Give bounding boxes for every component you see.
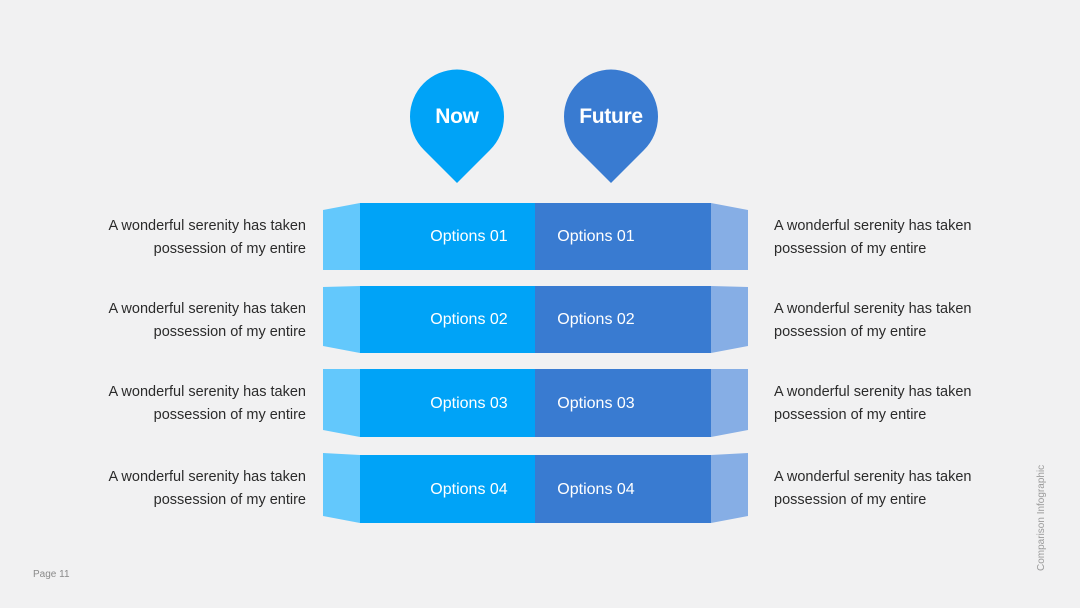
table-row bbox=[323, 369, 748, 437]
right-description-line: possession of my entire bbox=[774, 324, 927, 340]
right-description-line: possession of my entire bbox=[774, 241, 927, 257]
now-option-4: Options 04 bbox=[430, 481, 508, 498]
right-description-line: possession of my entire bbox=[774, 492, 927, 508]
page-number: Page 11 bbox=[33, 569, 70, 580]
left-description-1: A wonderful serenity has taken possessio… bbox=[76, 215, 306, 261]
right-description-line: possession of my entire bbox=[774, 407, 927, 423]
right-description-line: A wonderful serenity has taken bbox=[774, 469, 972, 485]
future-option-4: Options 04 bbox=[557, 481, 635, 498]
now-pin: Now bbox=[410, 69, 504, 184]
right-description-line: A wonderful serenity has taken bbox=[774, 384, 972, 400]
table-row bbox=[323, 203, 748, 270]
slide-title: Comparison Infographic bbox=[1036, 464, 1047, 571]
future-option-2: Options 02 bbox=[557, 311, 635, 328]
left-description-line: A wonderful serenity has taken bbox=[108, 301, 306, 317]
left-description-4: A wonderful serenity has taken possessio… bbox=[76, 466, 306, 512]
right-description-1: A wonderful serenity has taken possessio… bbox=[774, 215, 1004, 261]
future-pin-shape bbox=[564, 69, 658, 183]
right-description-line: A wonderful serenity has taken bbox=[774, 218, 972, 234]
left-description-3: A wonderful serenity has taken possessio… bbox=[76, 381, 306, 427]
right-description-4: A wonderful serenity has taken possessio… bbox=[774, 466, 1004, 512]
right-description-3: A wonderful serenity has taken possessio… bbox=[774, 381, 1004, 427]
future-label: Future bbox=[579, 105, 643, 128]
left-description-line: A wonderful serenity has taken bbox=[108, 384, 306, 400]
left-description-line: possession of my entire bbox=[153, 407, 306, 423]
future-pin: Future bbox=[564, 69, 658, 184]
now-option-3: Options 03 bbox=[430, 395, 508, 412]
now-option-1: Options 01 bbox=[430, 228, 508, 245]
future-option-1: Options 01 bbox=[557, 228, 635, 245]
left-description-line: A wonderful serenity has taken bbox=[108, 469, 306, 485]
left-description-line: A wonderful serenity has taken bbox=[108, 218, 306, 234]
left-description-line: possession of my entire bbox=[153, 324, 306, 340]
now-pin-shape bbox=[410, 69, 504, 183]
table-row bbox=[323, 286, 748, 353]
now-option-2: Options 02 bbox=[430, 311, 508, 328]
right-description-line: A wonderful serenity has taken bbox=[774, 301, 972, 317]
future-option-3: Options 03 bbox=[557, 395, 635, 412]
left-description-2: A wonderful serenity has taken possessio… bbox=[76, 298, 306, 344]
table-row bbox=[323, 453, 748, 523]
left-description-line: possession of my entire bbox=[153, 241, 306, 257]
now-label: Now bbox=[435, 105, 479, 128]
left-description-line: possession of my entire bbox=[153, 492, 306, 508]
right-description-2: A wonderful serenity has taken possessio… bbox=[774, 298, 1004, 344]
